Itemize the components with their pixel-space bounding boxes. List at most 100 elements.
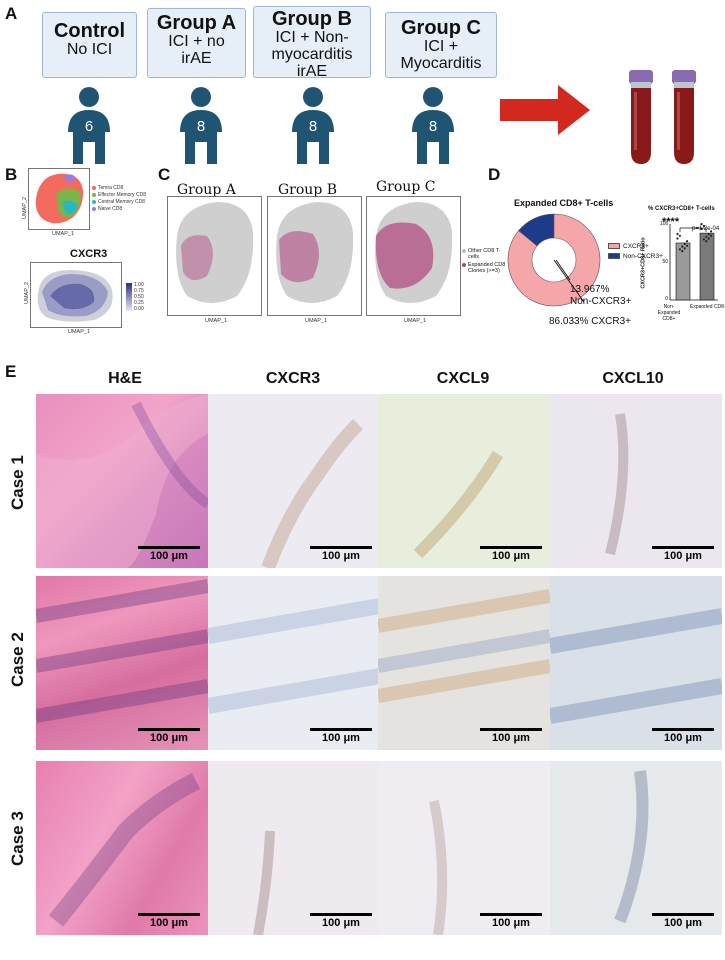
p-value: p=1.2e-04 <box>692 226 720 232</box>
bar-data-point <box>700 223 703 226</box>
scale-bar: 100 μm <box>138 546 200 562</box>
non-cxcr3-name: Non-CXCR3+ <box>570 296 632 307</box>
histology-image-cxcl9-case1: 100 μm <box>378 394 550 568</box>
legend-label: Non-CXCR3+ <box>623 252 663 260</box>
person-icon: 6 <box>59 86 119 164</box>
panel-label-d: D <box>488 165 501 184</box>
bar-data-point <box>705 240 708 243</box>
bar-data-point <box>676 232 679 236</box>
panel-label-e: E <box>5 362 17 381</box>
bar-data-point <box>683 247 686 250</box>
bar-data-point <box>702 238 705 241</box>
bar-data-point <box>681 245 684 248</box>
umap-group-a-plot <box>167 196 262 316</box>
bar-x-label: Non-Expanded CD8+ <box>657 304 681 322</box>
colorbar-tick: 0.25 <box>134 300 144 306</box>
scale-bar: 100 μm <box>480 546 542 562</box>
group-count: 8 <box>197 118 205 135</box>
non-cxcr3-percent: 13.967% <box>570 284 610 295</box>
row-header: Case 1 <box>8 455 27 510</box>
group-subtitle: ICI + Myocarditis <box>400 38 482 72</box>
cxcr3-percent-label: 86.033% CXCR3+ <box>549 316 631 327</box>
group-subtitle: ICI + Non-myocarditis irAE <box>271 29 353 80</box>
colorbar-tick: 1.00 <box>134 282 144 288</box>
legend-swatch <box>608 253 620 259</box>
scale-bar: 100 μm <box>480 913 542 929</box>
bar-data-point <box>686 240 689 243</box>
bar-y-tick: 50 <box>662 259 668 265</box>
scale-bar: 100 μm <box>310 728 372 744</box>
group-title: Group B <box>272 8 352 30</box>
panel-label-c: C <box>158 165 171 184</box>
bar-y-tick: 100 <box>660 221 669 227</box>
bar-data-point <box>678 248 681 251</box>
bar-data-point <box>710 234 713 237</box>
x-axis-label: UMAP_1 <box>404 318 427 324</box>
group-count: 8 <box>429 118 437 135</box>
umap-group-title: Group A <box>177 182 236 198</box>
histology-image-he-case3: 100 μm <box>36 761 208 935</box>
blood-tube-icon <box>629 70 653 164</box>
feature-plot-title: CXCR3 <box>70 248 108 260</box>
blood-tube-icon <box>672 70 696 164</box>
legend-label: Naive CD8 <box>98 205 123 212</box>
bar-non-expanded <box>675 242 691 301</box>
legend-label: Effector Memory CD8 <box>98 191 146 198</box>
bar-chart <box>669 223 718 301</box>
legend-dot <box>92 192 96 197</box>
scale-bar: 100 μm <box>480 728 542 744</box>
y-axis-label: UMAP_2 <box>22 196 29 220</box>
scale-bar: 100 μm <box>310 546 372 562</box>
histology-image-cxcl10-case3: 100 μm <box>550 761 722 935</box>
donut-chart <box>507 213 601 307</box>
umap-group-b-plot <box>267 196 362 316</box>
histology-image-cxcl10-case1: 100 μm <box>550 394 722 568</box>
bar-data-point <box>710 230 713 233</box>
legend-label: Other CD8 T-cells <box>468 248 501 260</box>
legend-label: Central Memory CD8 <box>98 198 145 205</box>
colorbar-ticks: 1.00 0.75 0.50 0.25 0.00 <box>134 282 144 312</box>
bar-data-point <box>676 237 679 240</box>
bar-x-label: Expanded CD8+ <box>690 304 725 310</box>
legend-swatch <box>608 243 620 249</box>
x-axis-label: UMAP_1 <box>52 231 75 237</box>
panel-label-b: B <box>5 165 18 184</box>
x-axis-label: UMAP_1 <box>68 329 91 335</box>
histology-image-cxcl10-case2: 100 μm <box>550 576 722 750</box>
group-box-control: Control No ICI <box>42 12 137 78</box>
bar-data-point <box>707 232 710 236</box>
bar-data-point <box>678 234 681 237</box>
person-icon: 8 <box>283 86 343 164</box>
scale-bar: 100 μm <box>652 913 714 929</box>
donut-legend: CXCR3+ Non-CXCR3+ <box>608 241 663 261</box>
bar-data-point <box>702 224 705 228</box>
bar-data-point <box>681 250 684 253</box>
row-header: Case 2 <box>8 632 27 687</box>
scale-bar: 100 μm <box>138 913 200 929</box>
scale-bar: 100 μm <box>652 728 714 744</box>
y-axis-label: UMAP_2 <box>24 281 31 305</box>
colorbar-tick: 0.00 <box>134 306 144 312</box>
group-count: 6 <box>85 118 93 135</box>
histology-image-he-case1: 100 μm <box>36 394 208 568</box>
bar-chart-title: % CXCR3+CD8+ T-cells <box>648 206 715 212</box>
histology-image-cxcr3-case3: 100 μm <box>208 761 380 935</box>
legend-dot <box>92 185 96 190</box>
column-header: CXCL9 <box>436 370 490 387</box>
bar-expanded <box>699 232 715 301</box>
umap-group-title: Group C <box>376 179 436 195</box>
right-arrow-icon <box>500 85 590 135</box>
non-cxcr3-percent-label: 13.967% Non-CXCR3+ <box>570 284 631 308</box>
histology-image-cxcl9-case3: 100 μm <box>378 761 550 935</box>
group-title: Group A <box>156 12 237 34</box>
scale-bar: 100 μm <box>652 546 714 562</box>
colorbar <box>126 283 132 311</box>
group-title: Group C <box>401 17 481 39</box>
colorbar-tick: 0.75 <box>134 288 144 294</box>
legend-label: Expanded CD8 Clones (>=3) <box>468 262 506 274</box>
person-icon: 8 <box>403 86 463 164</box>
panel-label-a: A <box>5 4 18 23</box>
umap-legend: Temra CD8 Effector Memory CD8 Central Me… <box>92 184 146 212</box>
column-header: CXCL10 <box>602 370 664 387</box>
legend-dot <box>462 263 466 267</box>
